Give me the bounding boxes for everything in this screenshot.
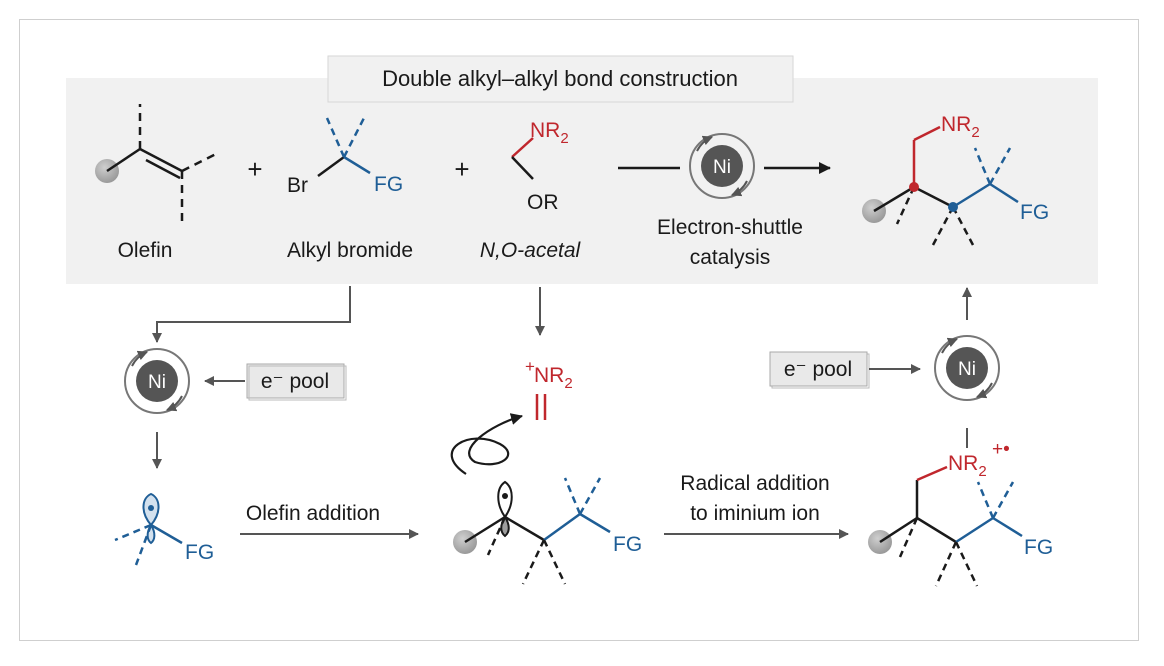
alkyl-bromide-structure xyxy=(317,117,371,178)
olefin-label: Olefin xyxy=(118,239,173,262)
product-structure xyxy=(862,125,1019,246)
radical-cation-nr2: NR2 xyxy=(948,452,987,480)
wavy-approach-arrow xyxy=(450,413,523,475)
bromide-to-ni-arrow xyxy=(152,286,351,343)
fg-group: FG xyxy=(374,173,403,196)
radical-addition-label-1: Radical addition xyxy=(680,472,829,495)
ni-catalyst-right: Ni xyxy=(934,335,1000,401)
acetal-structure xyxy=(511,137,534,180)
radical-fg: FG xyxy=(185,541,214,564)
e-pool-left-label: e⁻ pool xyxy=(261,370,329,393)
e-pool-right-label: e⁻ pool xyxy=(784,358,852,381)
radical-cation-structure xyxy=(868,465,1023,587)
ni-label-left: Ni xyxy=(148,372,166,393)
reaction-panel xyxy=(66,78,1098,284)
title-tab xyxy=(327,55,794,103)
ni-catalyst-left: Ni xyxy=(124,348,190,414)
olefin-structure xyxy=(95,104,219,222)
iminium-double-bond xyxy=(535,394,547,420)
acetal-or: OR xyxy=(527,191,559,214)
intermediate-radical-structure xyxy=(453,477,611,585)
panel-title: Double alkyl–alkyl bond construction xyxy=(382,66,738,91)
radical-cation-charge: +• xyxy=(992,439,1010,460)
radical-cation-fg: FG xyxy=(1024,536,1053,559)
e-pool-left-box xyxy=(246,363,345,399)
plus-sign-2: + xyxy=(454,154,469,184)
alkyl-radical-structure xyxy=(114,492,183,566)
product-nr2: NR2 xyxy=(941,113,980,141)
alkyl-bromide-label: Alkyl bromide xyxy=(287,239,413,262)
ni-label-right: Ni xyxy=(958,359,976,380)
radical-addition-label-2: to iminium ion xyxy=(690,502,820,525)
catalysis-label-2: catalysis xyxy=(690,246,771,269)
acetal-nr2: NR2 xyxy=(530,119,569,147)
catalysis-label-1: Electron-shuttle xyxy=(657,216,803,239)
intermediate-fg: FG xyxy=(613,533,642,556)
iminium-plus: + xyxy=(525,357,535,376)
olefin-addition-label: Olefin addition xyxy=(246,502,380,525)
iminium-nr2: NR2 xyxy=(534,364,573,392)
plus-sign-1: + xyxy=(247,154,262,184)
ni-catalyst-top: Ni xyxy=(689,133,755,199)
product-fg: FG xyxy=(1020,201,1049,224)
e-pool-right-box xyxy=(769,351,868,387)
acetal-label: N,O-acetal xyxy=(480,239,582,262)
br-atom: Br xyxy=(287,174,308,197)
ni-label-top: Ni xyxy=(713,157,731,178)
